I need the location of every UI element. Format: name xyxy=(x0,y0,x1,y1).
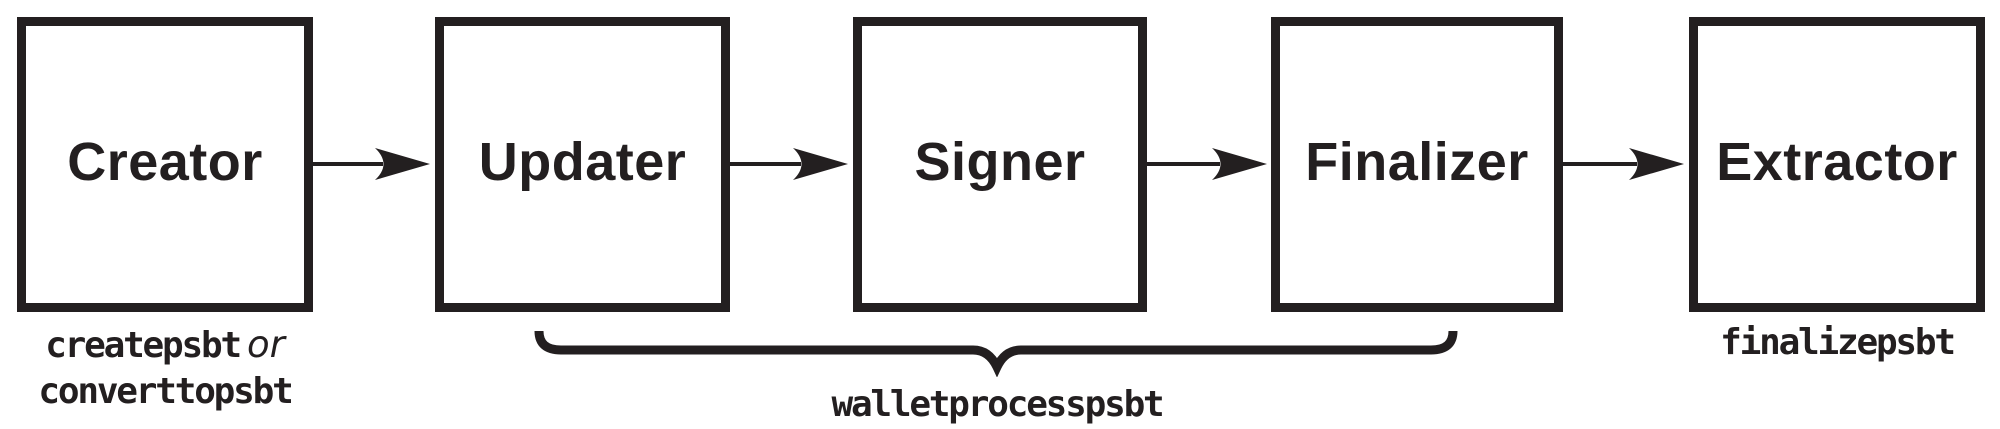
box-finalizer: Finalizer xyxy=(1271,17,1563,312)
arrow-right-icon xyxy=(727,148,848,180)
box-creator-label: Creator xyxy=(67,131,263,192)
arrow-right-icon xyxy=(309,148,430,180)
underbrace-icon xyxy=(534,330,1458,377)
creator-command-line-2: converttopsbt xyxy=(38,371,293,412)
box-extractor: Extractor xyxy=(1689,17,1985,312)
arrow-right-icon xyxy=(1146,148,1267,180)
extractor-command-label: finalizepsbt xyxy=(1720,322,1956,363)
box-signer-label: Signer xyxy=(914,131,1086,192)
box-updater: Updater xyxy=(435,17,730,312)
wallet-brace-label: walletprocesspsbt xyxy=(831,384,1164,425)
box-creator: Creator xyxy=(17,17,313,312)
box-signer: Signer xyxy=(853,17,1147,312)
conjunction-or: or xyxy=(246,323,285,366)
box-finalizer-label: Finalizer xyxy=(1305,131,1529,192)
box-updater-label: Updater xyxy=(478,131,687,192)
arrow-right-icon xyxy=(1563,148,1684,180)
box-extractor-label: Extractor xyxy=(1716,131,1958,192)
